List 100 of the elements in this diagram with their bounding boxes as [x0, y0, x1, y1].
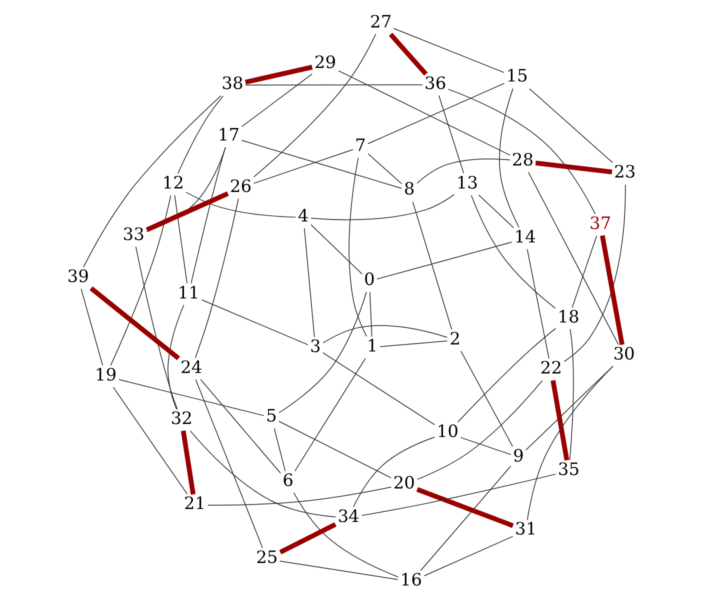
connector: [240, 74, 312, 128]
node-text: 10: [436, 422, 458, 442]
connector: [278, 292, 366, 414]
node-text: 16: [400, 570, 422, 591]
connector: [416, 487, 514, 528]
node-text: 31: [514, 520, 536, 540]
connector: [412, 201, 452, 330]
connector: [379, 340, 448, 348]
node-text: 35: [557, 460, 580, 480]
node-text: 9: [512, 446, 524, 466]
connector: [240, 140, 402, 189]
connector: [563, 184, 626, 362]
connector: [110, 195, 171, 366]
connector: [185, 192, 296, 218]
connector: [460, 437, 511, 456]
connector: [112, 386, 188, 495]
node-text: 29: [314, 53, 336, 74]
node-text: 11: [177, 283, 199, 304]
connector: [189, 430, 336, 518]
connector: [278, 522, 336, 554]
node-text: 13: [456, 173, 478, 194]
connector: [180, 430, 196, 495]
node-text: 17: [217, 125, 240, 146]
connector: [460, 350, 513, 447]
connector: [176, 96, 224, 174]
node-text: 26: [229, 176, 252, 197]
connector: [470, 194, 556, 309]
node-text: 12: [162, 174, 184, 194]
connector: [303, 228, 314, 338]
connector: [423, 536, 513, 576]
connector: [478, 194, 514, 228]
connector: [89, 286, 180, 360]
node-text: 4: [297, 206, 308, 226]
connector: [310, 224, 362, 274]
connector: [194, 198, 238, 358]
connector: [367, 82, 504, 144]
connector: [292, 492, 398, 578]
node-text: 30: [612, 344, 634, 365]
connector: [194, 379, 262, 548]
node-text: 21: [184, 494, 206, 514]
connector: [200, 299, 308, 346]
connector: [310, 194, 454, 220]
node-text: 6: [282, 471, 293, 492]
connector: [174, 194, 187, 284]
connector: [252, 149, 353, 184]
node-text: 28: [511, 150, 534, 171]
node-text: 24: [180, 358, 202, 378]
connector: [273, 428, 286, 472]
connector: [244, 84, 422, 86]
connector: [278, 420, 392, 478]
connector: [526, 366, 613, 520]
node-text: 7: [354, 136, 366, 156]
node-text: 0: [364, 270, 374, 290]
node-text: 23: [614, 162, 636, 183]
node-text: 38: [221, 74, 243, 94]
connector: [392, 28, 504, 73]
connector: [134, 246, 178, 410]
connector: [352, 436, 434, 508]
node-text: 8: [403, 180, 414, 200]
connector: [294, 358, 366, 472]
connector: [82, 95, 221, 268]
node-text: 19: [94, 365, 116, 386]
connector: [456, 328, 556, 422]
connector: [207, 486, 392, 506]
node-text: 34: [337, 506, 359, 527]
connector: [369, 292, 372, 338]
connector: [528, 88, 613, 164]
node-text: 14: [514, 228, 536, 248]
connector: [367, 153, 402, 184]
node-text: 20: [392, 473, 415, 494]
connector: [348, 158, 366, 337]
connector: [420, 466, 511, 572]
connector: [498, 88, 519, 228]
connector: [525, 366, 613, 450]
connector: [278, 560, 398, 580]
connector: [322, 352, 435, 426]
node-text: 36: [424, 74, 446, 94]
connector: [534, 160, 612, 174]
node-text: 33: [122, 224, 144, 245]
connector: [416, 158, 510, 184]
node-text: 25: [256, 548, 278, 568]
connector: [388, 32, 428, 76]
connector: [322, 325, 448, 344]
connector: [550, 380, 569, 461]
connector: [244, 64, 312, 85]
node-text: 1: [366, 336, 378, 356]
node-text: 2: [449, 329, 460, 350]
connector: [447, 88, 596, 214]
node-text: 32: [170, 409, 192, 430]
connector: [376, 242, 512, 280]
connector: [338, 70, 510, 156]
connector: [118, 379, 264, 416]
node-text: 3: [310, 337, 320, 358]
connector: [200, 379, 280, 474]
connector: [438, 95, 464, 174]
node-text: 39: [66, 266, 88, 287]
node-text: 18: [557, 307, 579, 328]
node-text: 37: [589, 214, 611, 234]
connector: [360, 474, 556, 516]
node-text: 27: [369, 12, 392, 32]
